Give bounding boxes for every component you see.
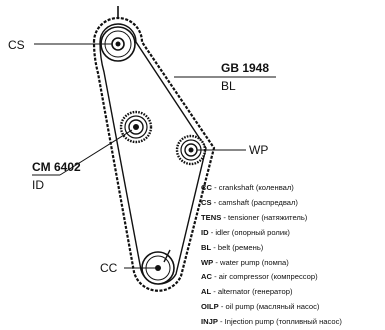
legend-text: belt (ремень): [217, 242, 264, 252]
legend-item: BL - belt (ремень): [201, 242, 264, 252]
idler-type-label: ID: [32, 178, 44, 192]
belt-code-label: GB 1948: [221, 61, 270, 75]
legend-item: WP - water pump (помпа): [201, 257, 289, 267]
legend-text: camshaft (распредвал): [218, 197, 298, 207]
timing-belt-diagram: [32, 6, 276, 292]
legend-item: TENS - tensioner (натяжитель): [201, 212, 308, 222]
idler-leader-line-2: [59, 129, 133, 176]
legend-text: crankshaft (коленвал): [218, 183, 294, 192]
idler-code-label: CM 6402: [32, 160, 81, 174]
legend-abbr: TENS: [201, 212, 222, 222]
legend-abbr: OILP: [201, 302, 219, 312]
legend-abbr: ID: [201, 227, 209, 237]
legend-abbr: AL: [201, 287, 212, 297]
belt-type-label: BL: [221, 79, 236, 93]
crank-timing-mark: [163, 249, 171, 263]
legend-text: water pump (помпа): [219, 257, 289, 267]
cc-label: CC: [100, 261, 118, 275]
belt-inner: [99, 23, 207, 285]
legend-text: alternator (генератор): [217, 287, 293, 297]
legend-item: AL - alternator (генератор): [201, 287, 293, 297]
idler-pulley: [119, 110, 153, 144]
legend-item: OILP - oil pump (масляный насос): [201, 302, 320, 312]
wp-label: WP: [249, 143, 269, 157]
legend-text: idler (опорный ролик): [215, 227, 290, 237]
legend-item: CC - crankshaft (коленвал): [201, 183, 294, 192]
legend-text: oil pump (масляный насос): [225, 302, 320, 312]
legend-item: AC - air compressor (компрессор): [201, 272, 318, 282]
belt-outer: [92, 16, 216, 292]
legend-abbr: AC: [201, 272, 212, 282]
legend-item: CS - camshaft (распредвал): [201, 197, 298, 207]
legend-abbr: WP: [201, 257, 214, 267]
legend-abbr: CS: [201, 197, 212, 207]
legend-abbr: CC: [201, 183, 212, 192]
cs-label: CS: [8, 38, 25, 52]
legend: CC - crankshaft (коленвал) CS - camshaft…: [201, 181, 342, 330]
legend-item: ID - idler (опорный ролик): [201, 227, 290, 237]
legend-text: tensioner (натяжитель): [228, 212, 308, 222]
legend-item: INJP - Injection pump (топливный насос): [201, 317, 342, 327]
camshaft-pulley: [100, 26, 136, 62]
legend-abbr: BL: [201, 242, 212, 252]
legend-text: air compressor (компрессор): [218, 272, 318, 282]
